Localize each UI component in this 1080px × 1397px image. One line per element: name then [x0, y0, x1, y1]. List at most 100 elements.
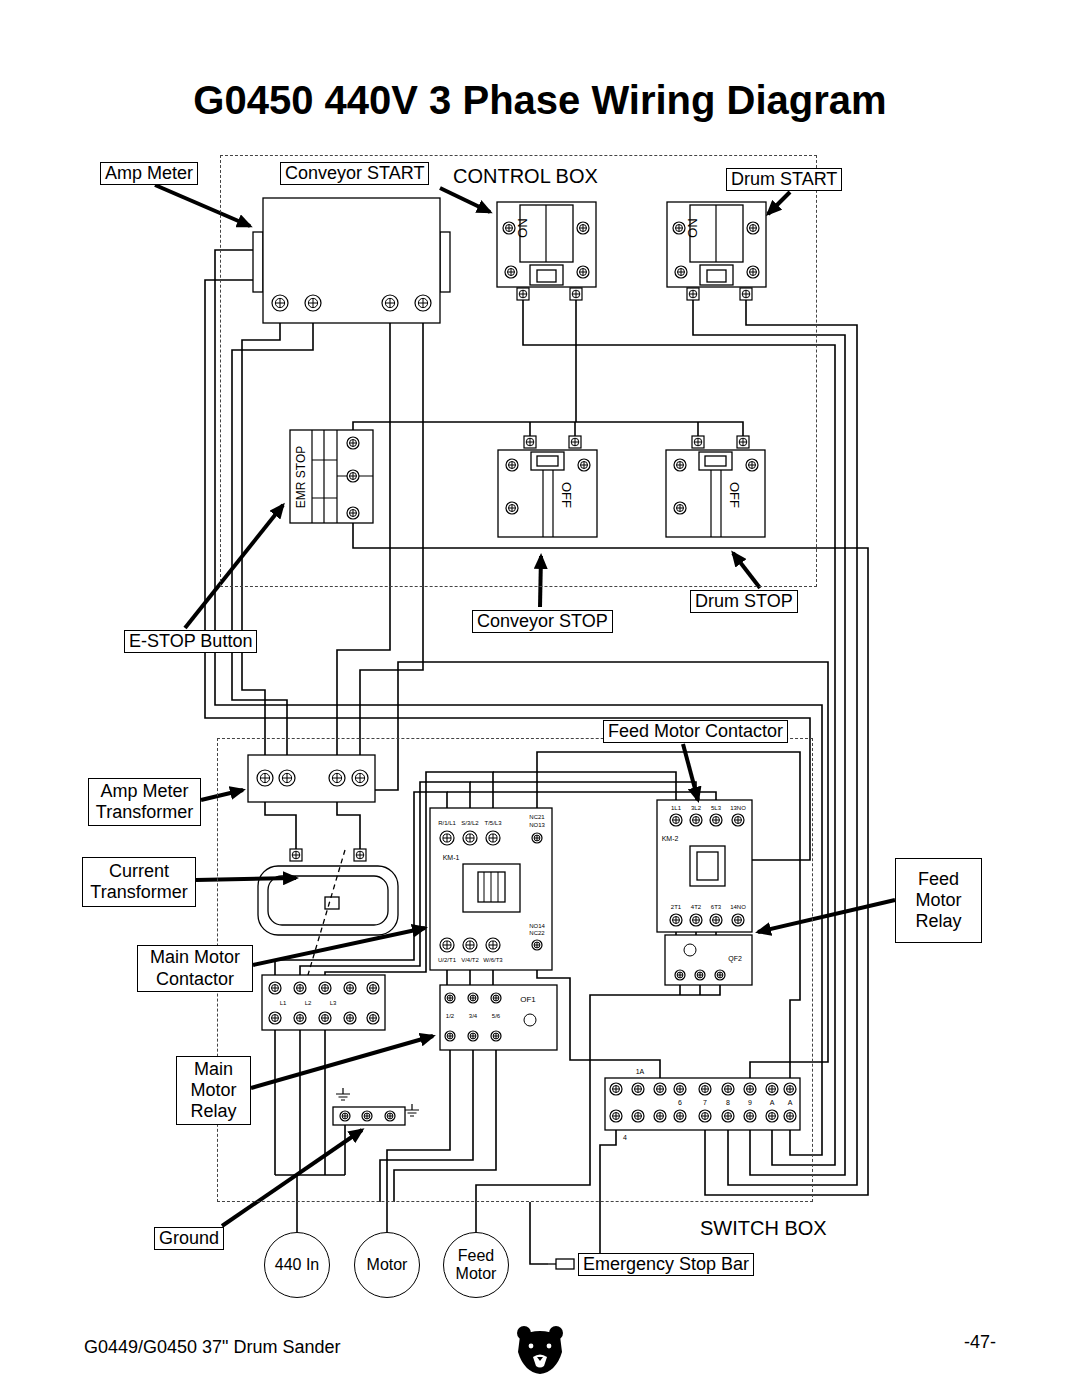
screw-terminal	[382, 295, 398, 311]
wire	[353, 422, 743, 443]
screw-terminal	[577, 266, 589, 278]
screw-terminal	[674, 1083, 686, 1095]
feed-contactor	[657, 800, 752, 932]
screw-terminal	[319, 1012, 331, 1024]
screw-terminal	[675, 266, 687, 278]
wire	[375, 662, 828, 1089]
main-contactor	[430, 808, 552, 970]
screw-terminal	[367, 982, 379, 994]
screw-terminal	[746, 459, 758, 471]
screw-terminal	[675, 970, 685, 980]
callout-box: Main Motor Contactor	[137, 945, 253, 992]
screw-terminal	[690, 914, 702, 926]
wire	[530, 1202, 548, 1264]
square-terminal	[290, 849, 302, 861]
node-text: 440 In	[267, 1256, 327, 1274]
leader-arrow	[683, 744, 698, 800]
leader-arrow	[733, 553, 760, 588]
wire	[353, 513, 868, 1195]
wire	[275, 1174, 345, 1176]
screw-terminal	[577, 222, 589, 234]
estop-switch	[290, 430, 373, 523]
callout-box: Current Transformer	[82, 857, 196, 907]
wire	[232, 303, 313, 778]
terminal-label: 9	[748, 1099, 752, 1106]
contact-block	[707, 270, 726, 282]
screw-terminal	[732, 814, 744, 826]
components	[248, 198, 800, 1374]
node-text: Amp Meter	[105, 163, 193, 184]
screw-terminal	[440, 831, 454, 845]
button-divider	[715, 205, 716, 262]
page-title: G0450 440V 3 Phase Wiring Diagram	[0, 78, 1080, 122]
terminal-label: T/5/L3	[484, 820, 501, 826]
contact-block	[699, 452, 732, 470]
ct-dash	[305, 850, 345, 985]
screw-terminal	[491, 1031, 501, 1041]
terminal-label: NO13	[529, 822, 545, 828]
screw-terminal	[722, 1083, 734, 1095]
wire	[215, 250, 822, 1155]
wire-connector	[475, 1202, 477, 1232]
motor-circle: Feed Motor	[443, 1232, 509, 1298]
screw-terminal	[468, 993, 478, 1003]
screw-terminal	[654, 1110, 666, 1122]
contact-block	[537, 456, 558, 466]
switch-marking: NO	[516, 218, 529, 238]
contactor-coil	[478, 872, 505, 902]
leader-arrow	[196, 878, 296, 880]
callout-box: Drum START	[726, 168, 842, 191]
screw-terminal	[670, 914, 682, 926]
screw-terminal	[744, 1110, 756, 1122]
screw-terminal	[699, 1083, 711, 1095]
node-text: Motor	[357, 1256, 417, 1274]
terminal-label: 1L1	[671, 805, 681, 811]
terminal-label: KM-1	[443, 854, 460, 861]
ct-tag	[325, 897, 339, 909]
screw-terminal	[468, 1031, 478, 1041]
button-plunger	[543, 470, 553, 537]
supply-circle: 440 In	[264, 1232, 330, 1298]
wires	[205, 250, 868, 1264]
node-text: CONTROL BOX	[453, 165, 598, 188]
leader-arrow	[222, 1130, 362, 1226]
stop-button	[666, 450, 765, 537]
contact-block	[530, 265, 563, 285]
terminal-label: NO14	[529, 923, 545, 929]
terminal-label: 2T1	[671, 904, 681, 910]
terminal-label: 1A	[636, 1068, 645, 1075]
contact-block	[537, 270, 556, 282]
square-terminal	[569, 436, 581, 448]
ground-symbol	[405, 1104, 419, 1116]
screw-terminal	[491, 993, 501, 1003]
wire	[274, 1018, 276, 1175]
screw-terminal	[486, 938, 500, 952]
motor-circle: Motor	[354, 1232, 420, 1298]
screw-terminal	[578, 459, 590, 471]
terminal-label: 3/4	[469, 1013, 477, 1019]
node-text: Drum STOP	[695, 591, 793, 612]
screw-terminal	[362, 1111, 372, 1121]
leader-arrow	[251, 1036, 433, 1088]
screw-terminal	[344, 1012, 356, 1024]
wire	[394, 1036, 496, 1202]
screw-terminal	[673, 222, 685, 234]
screw-terminal	[319, 982, 331, 994]
button-plunger	[711, 470, 721, 537]
square-terminal	[692, 436, 704, 448]
screw-terminal	[506, 502, 518, 514]
wire	[299, 1018, 301, 1175]
estop-detail	[312, 430, 373, 523]
node-text: Ground	[159, 1228, 219, 1249]
wire-connector	[386, 1202, 388, 1232]
screw-terminal	[610, 1083, 622, 1095]
terminal-label: V/4/T2	[461, 957, 479, 963]
start-button	[497, 202, 596, 287]
callout-box: Drum STOP	[690, 590, 798, 613]
wire	[242, 303, 280, 778]
leader-arrow	[201, 790, 243, 800]
screw-terminal	[715, 970, 725, 980]
terminal-block	[605, 1078, 800, 1130]
